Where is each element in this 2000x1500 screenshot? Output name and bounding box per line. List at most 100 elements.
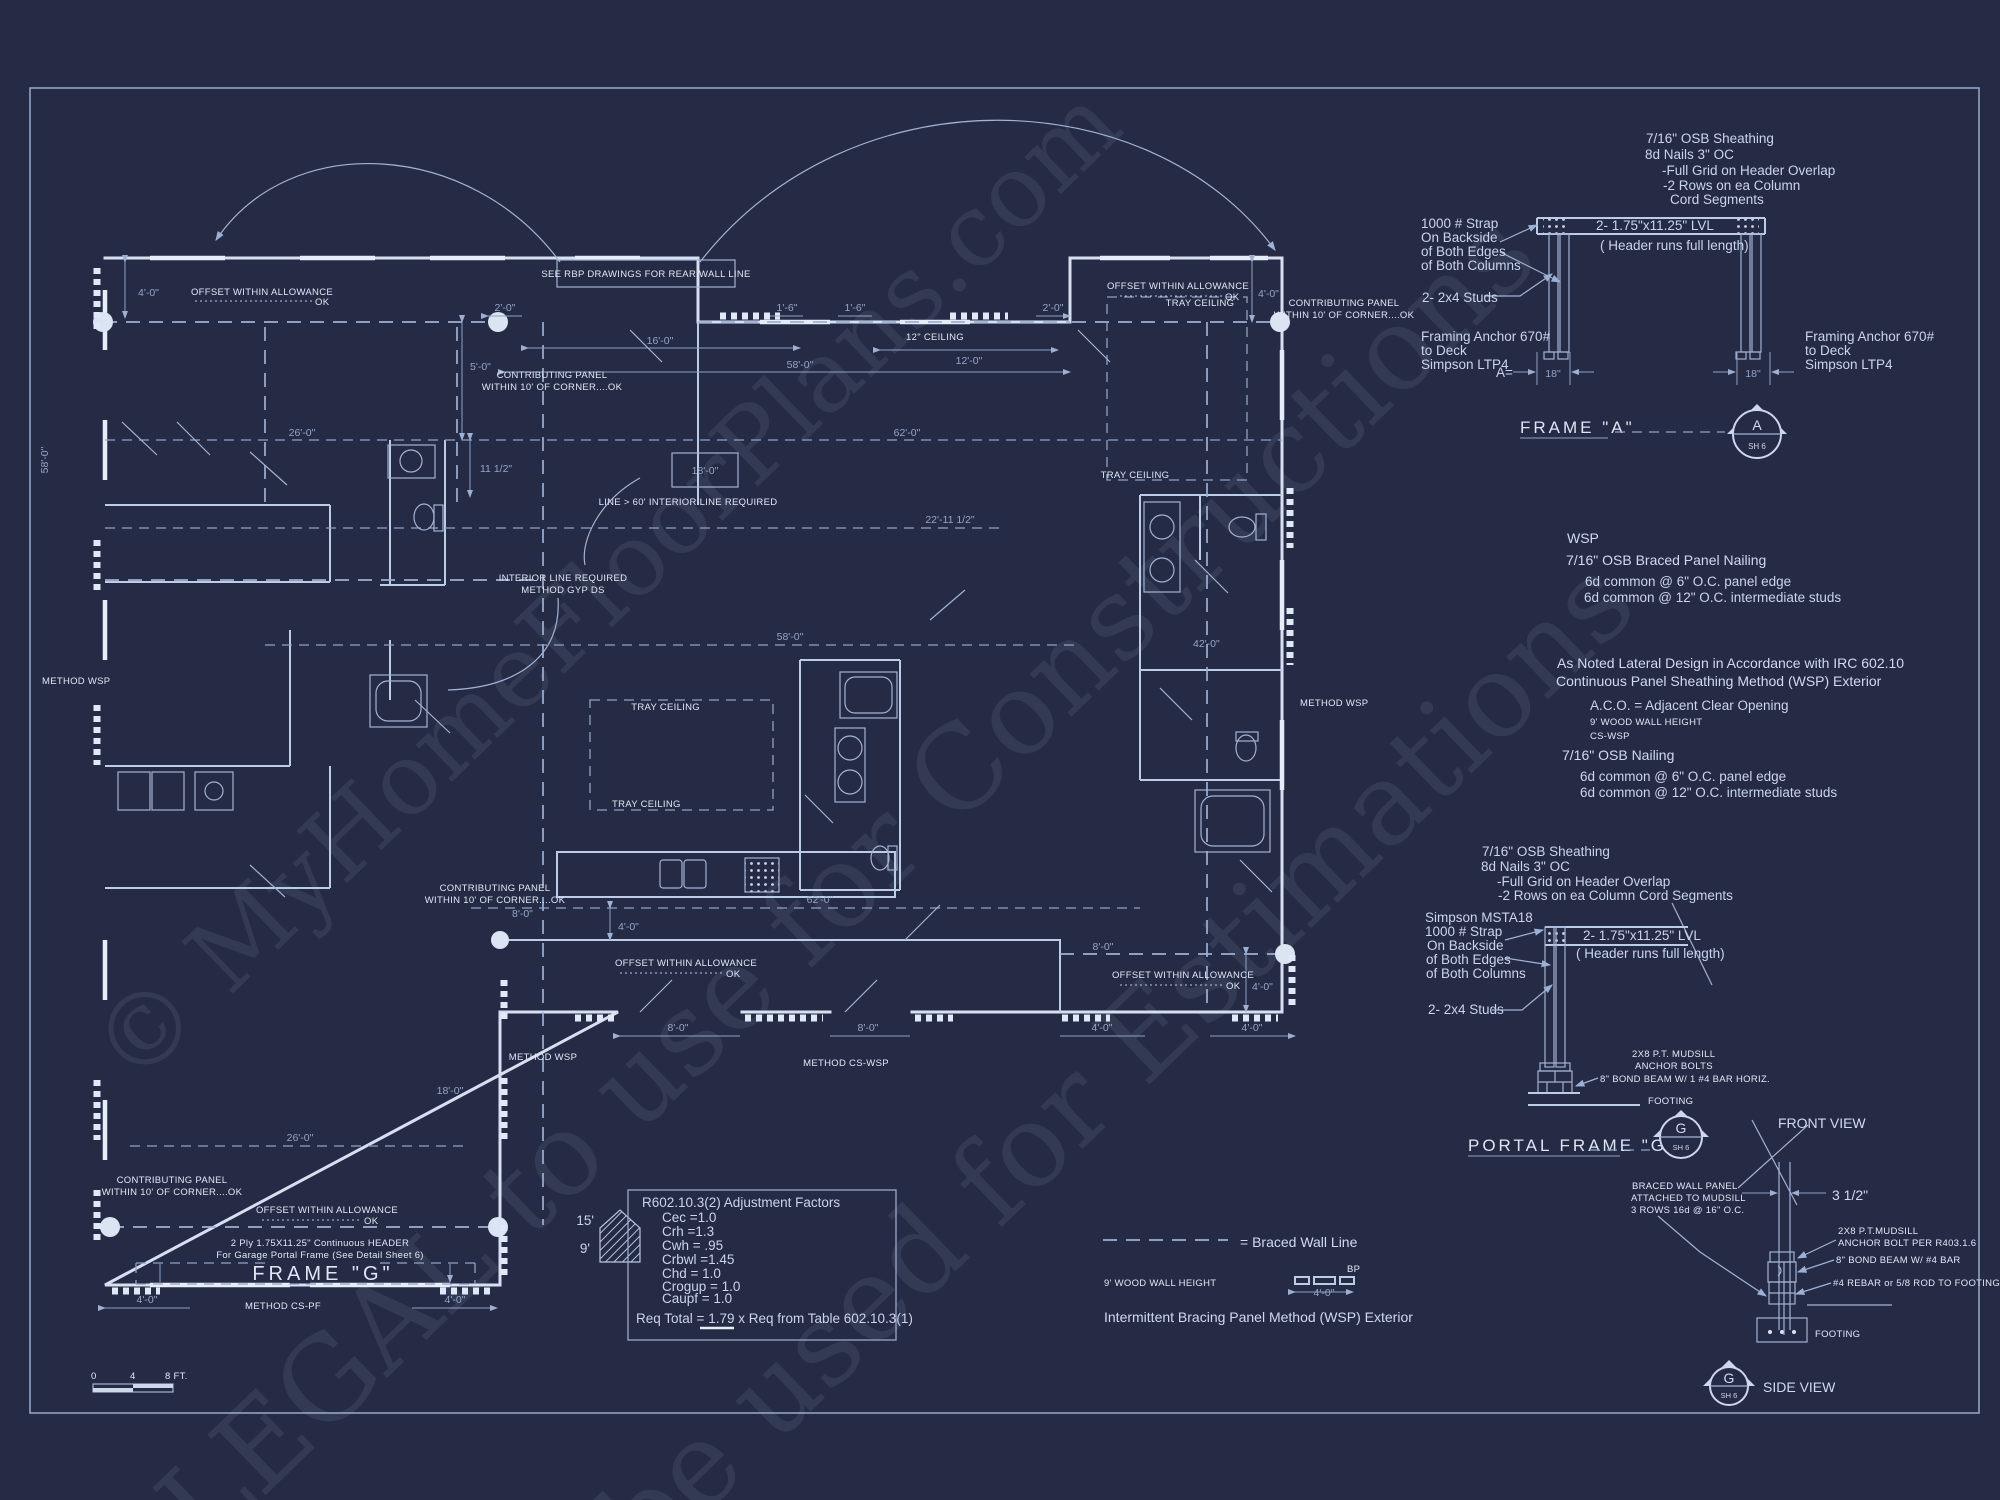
portal-strap-note: On Backside bbox=[1427, 938, 1504, 953]
offset-ok: OK bbox=[364, 1216, 379, 1227]
portal-lvl2: ( Header runs full length) bbox=[1576, 946, 1725, 961]
studs-note: 2- 2x4 Studs bbox=[1422, 290, 1498, 305]
portal-strap-note: of Both Columns bbox=[1426, 966, 1526, 981]
dim-label: 62'-0" bbox=[894, 427, 921, 439]
note-line: 8d Nails 3" OC bbox=[1645, 147, 1734, 162]
badge-letter: G bbox=[1724, 1370, 1735, 1386]
wsp-note: 7/16" OSB Nailing bbox=[1562, 747, 1674, 763]
offset-ok: OK bbox=[1226, 981, 1241, 992]
see-rbp-note: SEE RBP DRAWINGS FOR REAR WALL LINE bbox=[541, 269, 750, 280]
wsp-note: 6d common @ 6" O.C. panel edge bbox=[1580, 769, 1786, 784]
strap-note: of Both Columns bbox=[1421, 258, 1521, 273]
contributing-panel: CONTRIBUTING PANEL bbox=[440, 883, 551, 894]
front-view-title: FRONT VIEW bbox=[1778, 1115, 1866, 1131]
strap-note: 1000 # Strap bbox=[1421, 216, 1498, 231]
adjust-row: Caupf = 1.0 bbox=[662, 1291, 732, 1306]
offset-label: OFFSET WITHIN ALLOWANCE bbox=[615, 958, 757, 969]
dim-label: 58'-0" bbox=[39, 446, 51, 473]
badge-letter: G bbox=[1676, 1120, 1687, 1136]
dim-label: 11 1/2" bbox=[480, 463, 512, 475]
dim-label: 8'-0" bbox=[512, 908, 533, 920]
dim-label: 1'-6" bbox=[845, 302, 866, 314]
anchor-note: Simpson LTP4 bbox=[1805, 357, 1893, 372]
adjust-row: Crbwl =1.45 bbox=[662, 1252, 734, 1267]
wsp-notes: WSP 7/16" OSB Braced Panel Nailing 6d co… bbox=[1556, 530, 1904, 800]
tray-ceiling: TRAY CEILING bbox=[631, 702, 700, 713]
wsp-note: 6d common @ 6" O.C. panel edge bbox=[1585, 574, 1791, 589]
dim-label: 4'-0" bbox=[1252, 981, 1273, 993]
dim-label: 4'-0" bbox=[1242, 1022, 1263, 1034]
legend: = Braced Wall Line 9' WOOD WALL HEIGHT B… bbox=[1103, 1234, 1413, 1325]
frame-g-title: FRAME "G" bbox=[252, 1263, 393, 1285]
a-eq-label: A= bbox=[1496, 365, 1513, 380]
dim-label: 2'-0" bbox=[1043, 302, 1064, 314]
dim-label: 4'-0" bbox=[1258, 288, 1279, 300]
dim-label: 4'-0" bbox=[445, 1294, 466, 1306]
portal-anchor: ANCHOR BOLTS bbox=[1635, 1061, 1713, 1072]
offset-ok: OK bbox=[726, 969, 741, 980]
watermark-line1: © MyHomeFloorPlans.com bbox=[69, 64, 1142, 1106]
badge-letter: A bbox=[1752, 417, 1762, 433]
side-rebar: #4 REBAR or 5/8 ROD TO FOOTING bbox=[1833, 1278, 2000, 1289]
adjust-req-total: Req Total = 1.79 x Req from Table 602.10… bbox=[636, 1311, 913, 1326]
legend-bp-dim: 4'-0" bbox=[1314, 1287, 1335, 1299]
portal-strap-note: Simpson MSTA18 bbox=[1425, 910, 1533, 925]
ceiling-12: 12" CEILING bbox=[906, 332, 964, 343]
adjust-row: Cec =1.0 bbox=[662, 1210, 716, 1225]
scale-four: 4 bbox=[130, 1371, 136, 1382]
dim-label: 8'-0" bbox=[1093, 941, 1114, 953]
portal-strap-note: 1000 # Strap bbox=[1425, 924, 1502, 939]
note-line: Cord Segments bbox=[1670, 192, 1764, 207]
portal-mudsill: 2X8 P.T. MUDSILL bbox=[1632, 1049, 1715, 1060]
bathroom-fixtures bbox=[117, 444, 1271, 871]
wsp-note: 9' WOOD WALL HEIGHT bbox=[1590, 717, 1702, 728]
badge-sheet: SH 6 bbox=[1673, 1143, 1690, 1152]
side-dim: 3 1/2" bbox=[1832, 1187, 1868, 1203]
anchor-note: Framing Anchor 670# bbox=[1805, 329, 1935, 344]
wsp-note: A.C.O. = Adjacent Clear Opening bbox=[1590, 698, 1789, 713]
tray-ceiling: TRAY CEILING bbox=[1166, 298, 1235, 309]
portal-title: PORTAL FRAME "G" bbox=[1468, 1136, 1676, 1155]
wsp-note: As Noted Lateral Design in Accordance wi… bbox=[1557, 655, 1904, 671]
floor-plan: SEE RBP DRAWINGS FOR REAR WALL LINE OFFS… bbox=[39, 119, 1415, 1312]
offset-label: OFFSET WITHIN ALLOWANCE bbox=[256, 1205, 398, 1216]
note-line: -Full Grid on Header Overlap bbox=[1662, 163, 1835, 178]
dim-label: 2'-0" bbox=[495, 302, 516, 314]
dim-label: 1'-6" bbox=[777, 302, 798, 314]
tray-ceiling: TRAY CEILING bbox=[612, 799, 681, 810]
offset-label: OFFSET WITHIN ALLOWANCE bbox=[191, 287, 333, 298]
portal-lvl: 2- 1.75"x11.25" LVL bbox=[1583, 928, 1701, 943]
contributing-panel: CONTRIBUTING PANEL bbox=[1289, 298, 1400, 309]
portal-note: 7/16" OSB Sheathing bbox=[1482, 844, 1610, 859]
strap-note: of Both Edges bbox=[1421, 244, 1506, 259]
dim-label: 8'-0" bbox=[858, 1022, 879, 1034]
dim-label: 58'-0" bbox=[787, 359, 814, 371]
portal-frame-g-detail: 7/16" OSB Sheathing 8d Nails 3" OC -Full… bbox=[1425, 844, 1866, 1159]
badge-sheet: SH 6 bbox=[1748, 442, 1766, 451]
wsp-note: Continuous Panel Sheathing Method (WSP) … bbox=[1556, 673, 1882, 689]
side-anchor: ANCHOR BOLT PER R403.1.6 bbox=[1838, 1238, 1976, 1249]
contributing-panel: CONTRIBUTING PANEL bbox=[117, 1175, 228, 1186]
dim-label: 16'-0" bbox=[647, 335, 674, 347]
anchor-note: to Deck bbox=[1421, 343, 1467, 358]
garage-header-note2: For Garage Portal Frame (See Detail Shee… bbox=[216, 1250, 424, 1261]
dim-label: 4'-0" bbox=[138, 287, 159, 299]
wsp-note: 6d common @ 12" O.C. intermediate studs bbox=[1580, 785, 1837, 800]
wsp-note: CS-WSP bbox=[1590, 731, 1630, 742]
portal-strap-note: of Both Edges bbox=[1426, 952, 1511, 967]
offset-ok: OK bbox=[315, 297, 330, 308]
legend-intermittent: Intermittent Bracing Panel Method (WSP) … bbox=[1104, 1309, 1413, 1325]
lvl-note: 2- 1.75"x11.25" LVL bbox=[1596, 218, 1714, 233]
side-note: ATTACHED TO MUDSILL bbox=[1631, 1193, 1746, 1204]
contributing-panel2: WITHIN 10' OF CORNER....OK bbox=[1274, 310, 1415, 321]
dim-18: 18" bbox=[1545, 368, 1561, 380]
method-wsp: METHOD WSP bbox=[1300, 698, 1368, 709]
leader-arcs bbox=[215, 119, 1276, 691]
portal-studs: 2- 2x4 Studs bbox=[1428, 1002, 1504, 1017]
dim-label: 18'-0" bbox=[692, 465, 719, 477]
method-cs-pf: METHOD CS-PF bbox=[245, 1301, 321, 1312]
adjust-row: Chd = 1.0 bbox=[662, 1266, 721, 1281]
side-footing: FOOTING bbox=[1815, 1329, 1860, 1340]
strap-note: On Backside bbox=[1421, 230, 1498, 245]
wsp-note: 6d common @ 12" O.C. intermediate studs bbox=[1584, 590, 1841, 605]
